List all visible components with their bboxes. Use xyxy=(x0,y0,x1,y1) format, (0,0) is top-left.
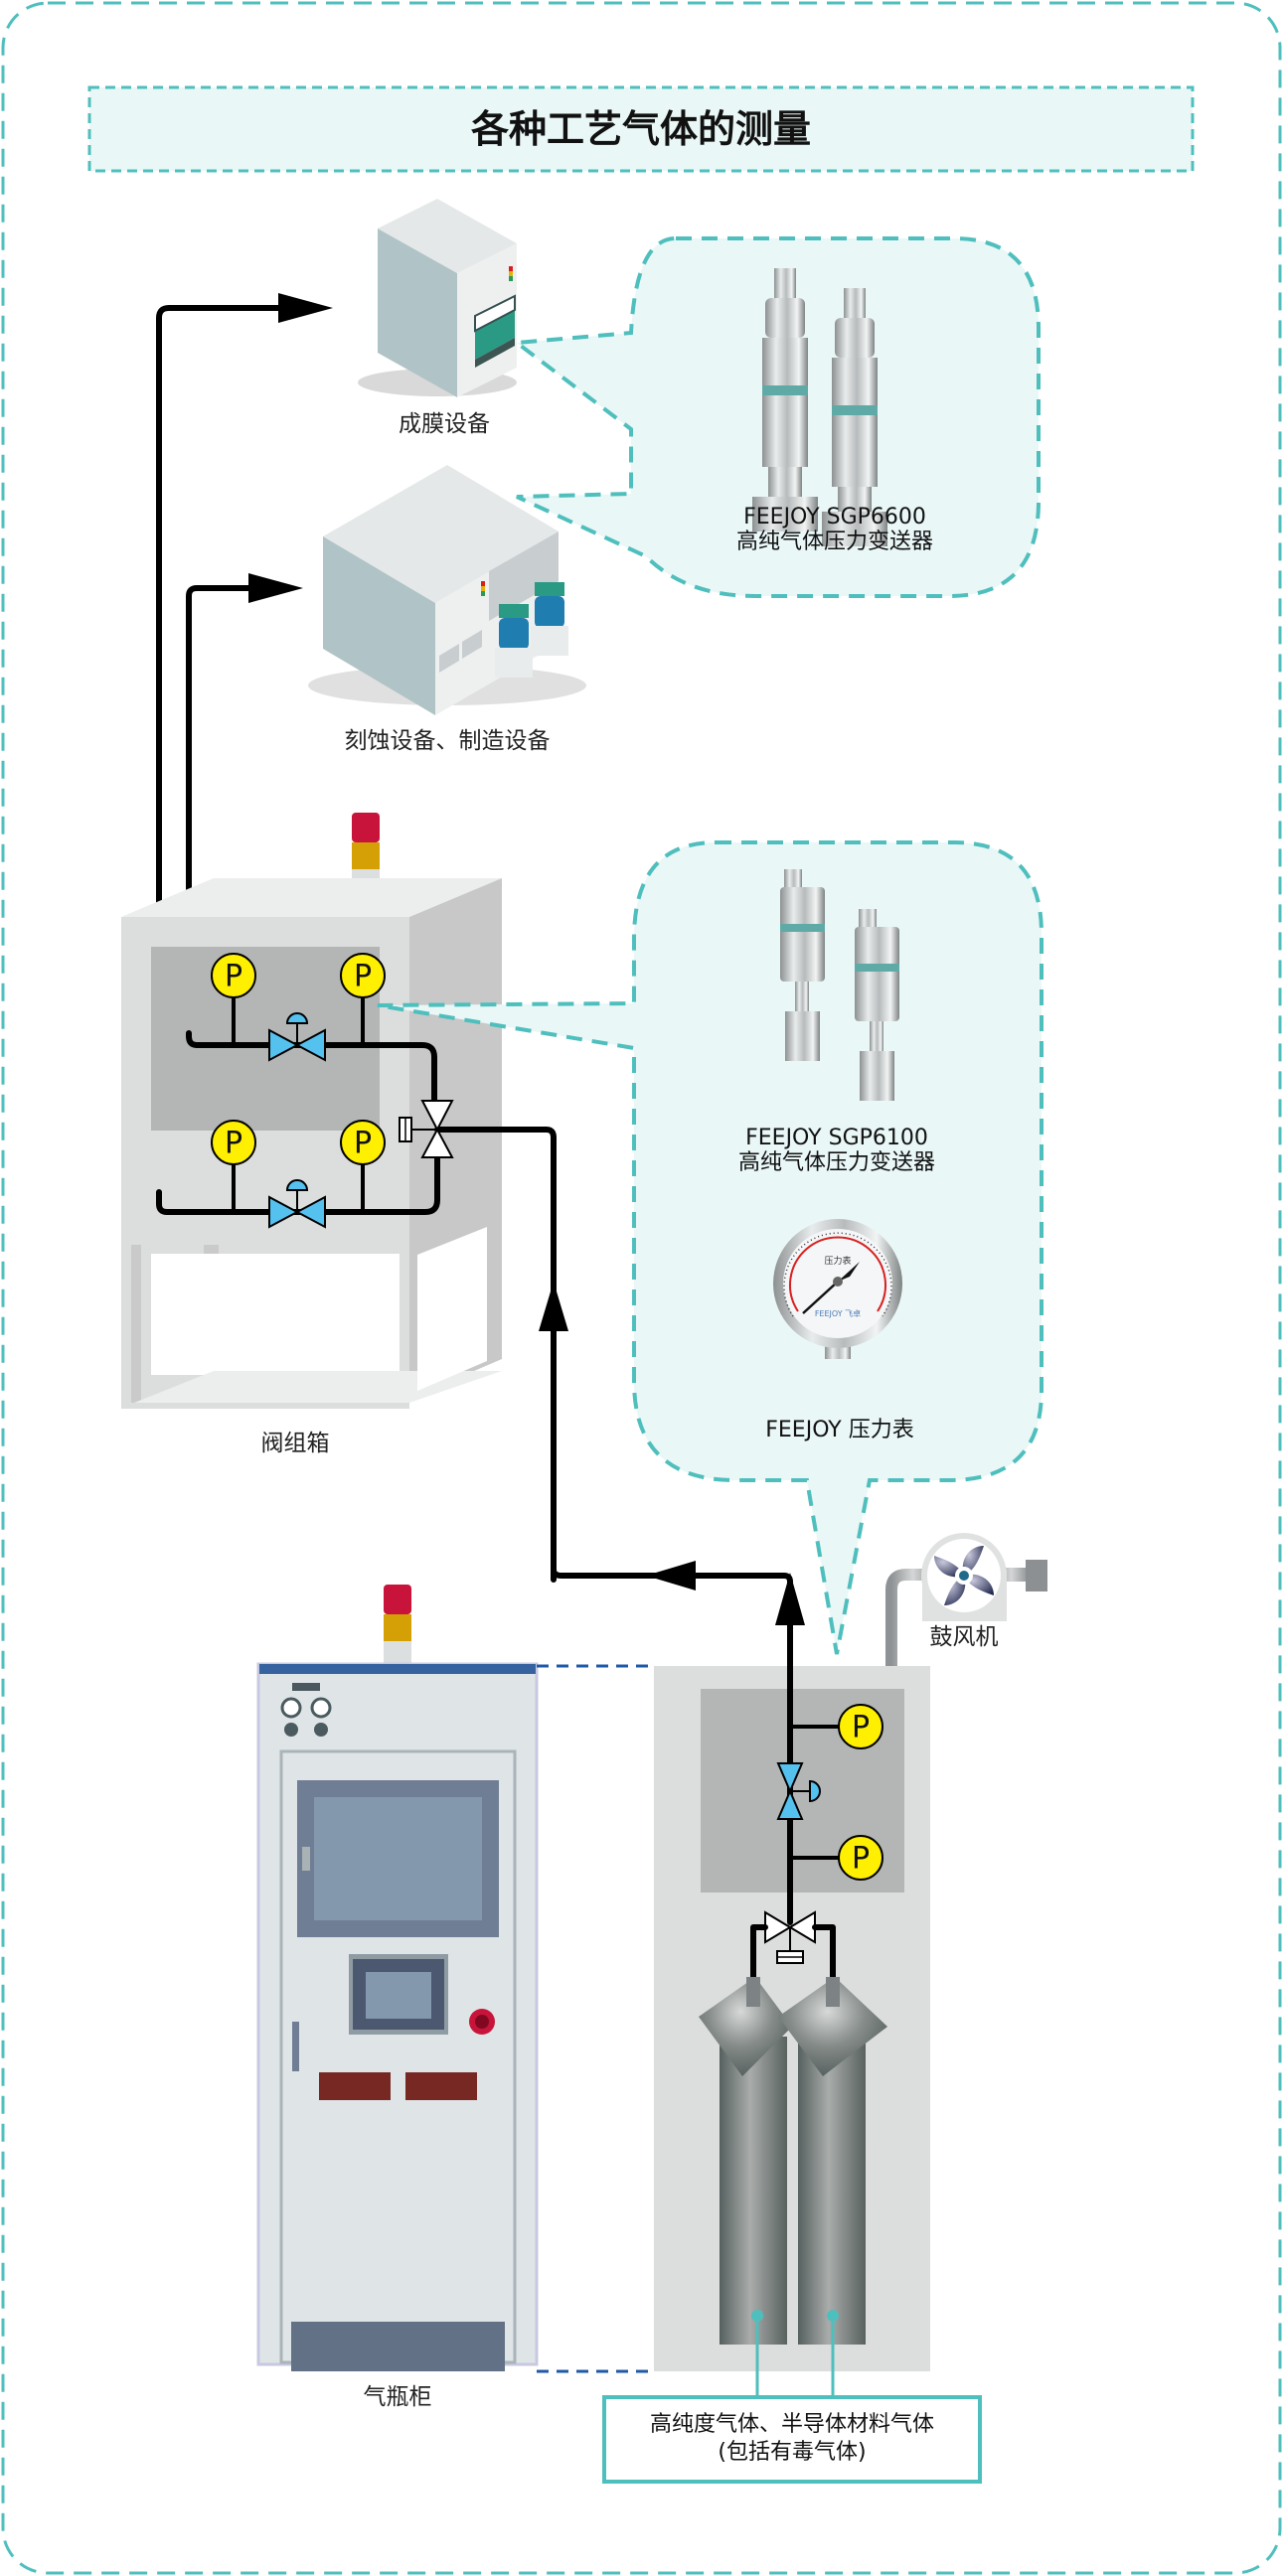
pressure-gauge-symbol: P xyxy=(838,1704,883,1749)
control-valve-lower xyxy=(268,1179,326,1229)
blower-label: 鼓风机 xyxy=(930,1624,999,1650)
svg-text:P: P xyxy=(225,1127,242,1161)
film-deposition-equipment xyxy=(358,199,517,397)
gauge-label: FEEJOY 压力表 xyxy=(765,1418,914,1442)
pressure-gauge-symbol: P xyxy=(211,953,256,998)
control-valve-upper xyxy=(268,1012,326,1062)
etching-equipment-label: 刻蚀设备、制造设备 xyxy=(345,728,551,754)
pressure-gauge-image: 压力表 FEEJOY 飞卓 xyxy=(773,1219,902,1359)
gauge-face-label: 压力表 xyxy=(824,1255,851,1267)
arrow-head-left xyxy=(646,1561,696,1591)
sgp6100-transmitter-image xyxy=(780,869,899,1101)
pressure-gauge-symbol: P xyxy=(211,1120,256,1165)
svg-text:P: P xyxy=(852,1711,870,1745)
pressure-gauge-symbol: P xyxy=(838,1835,883,1881)
page-title: 各种工艺气体的测量 xyxy=(471,107,811,151)
gas-cylinder-left xyxy=(699,1977,792,2345)
three-way-valve xyxy=(399,1100,454,1158)
cylinder-branch-left xyxy=(750,1924,768,1985)
svg-text:P: P xyxy=(225,960,242,994)
title-banner: 各种工艺气体的测量 xyxy=(87,85,1195,173)
supply-pipe-to-etching xyxy=(186,585,251,1041)
pressure-gauge-symbol: P xyxy=(340,953,386,998)
valve-box-outlet-line xyxy=(434,1127,557,1583)
sgp6100-desc-label: 高纯气体压力变送器 xyxy=(738,1150,935,1175)
sgp6100-model-label: FEEJOY SGP6100 xyxy=(745,1126,928,1150)
arrow-head-up-to-valvebox xyxy=(539,1282,568,1331)
gas-cabinet xyxy=(256,1585,539,2371)
sgp6600-desc-label: 高纯气体压力变送器 xyxy=(736,530,933,554)
gas-cabinet-label: 气瓶柜 xyxy=(364,2384,432,2410)
gas-source-line2: (包括有毒气体) xyxy=(718,2440,866,2465)
film-deposition-label: 成膜设备 xyxy=(399,411,490,437)
blower xyxy=(885,1533,1047,1666)
supply-pipe-to-film-deposition xyxy=(156,305,286,1210)
svg-text:P: P xyxy=(852,1842,870,1877)
svg-text:P: P xyxy=(354,1127,372,1161)
arrow-head-film xyxy=(278,293,333,323)
svg-text:P: P xyxy=(354,960,372,994)
gas-source-box: 高纯度气体、半导体材料气体 (包括有毒气体) xyxy=(602,2395,982,2484)
cylinder-branch-right xyxy=(812,1924,836,1985)
callout-sgp6600: FEEJOY SGP6600 高纯气体压力变送器 xyxy=(511,236,1041,598)
sgp6600-transmitter-image xyxy=(752,268,887,546)
valve-box-label: 阀组箱 xyxy=(261,1431,330,1456)
arrow-head-etching xyxy=(248,573,303,603)
gas-cylinder-right xyxy=(778,1977,887,2345)
gauge-brand-label: FEEJOY 飞卓 xyxy=(815,1308,861,1318)
etching-equipment xyxy=(308,465,586,715)
fan-icon xyxy=(934,1546,994,1605)
gas-source-line1: 高纯度气体、半导体材料气体 xyxy=(650,2412,934,2437)
cylinder-switch-valve xyxy=(764,1910,816,1964)
arrow-head-up-main xyxy=(775,1573,805,1625)
valve-box-gauges: P P P P xyxy=(211,953,386,1212)
control-valve-vertical xyxy=(776,1762,821,1820)
sgp6600-model-label: FEEJOY SGP6600 xyxy=(743,505,926,530)
callout-sgp6100-gauge: FEEJOY SGP6100 高纯气体压力变送器 压力表 FEEJOY 飞卓 F… xyxy=(377,840,1043,1655)
pressure-gauge-symbol: P xyxy=(340,1120,386,1165)
